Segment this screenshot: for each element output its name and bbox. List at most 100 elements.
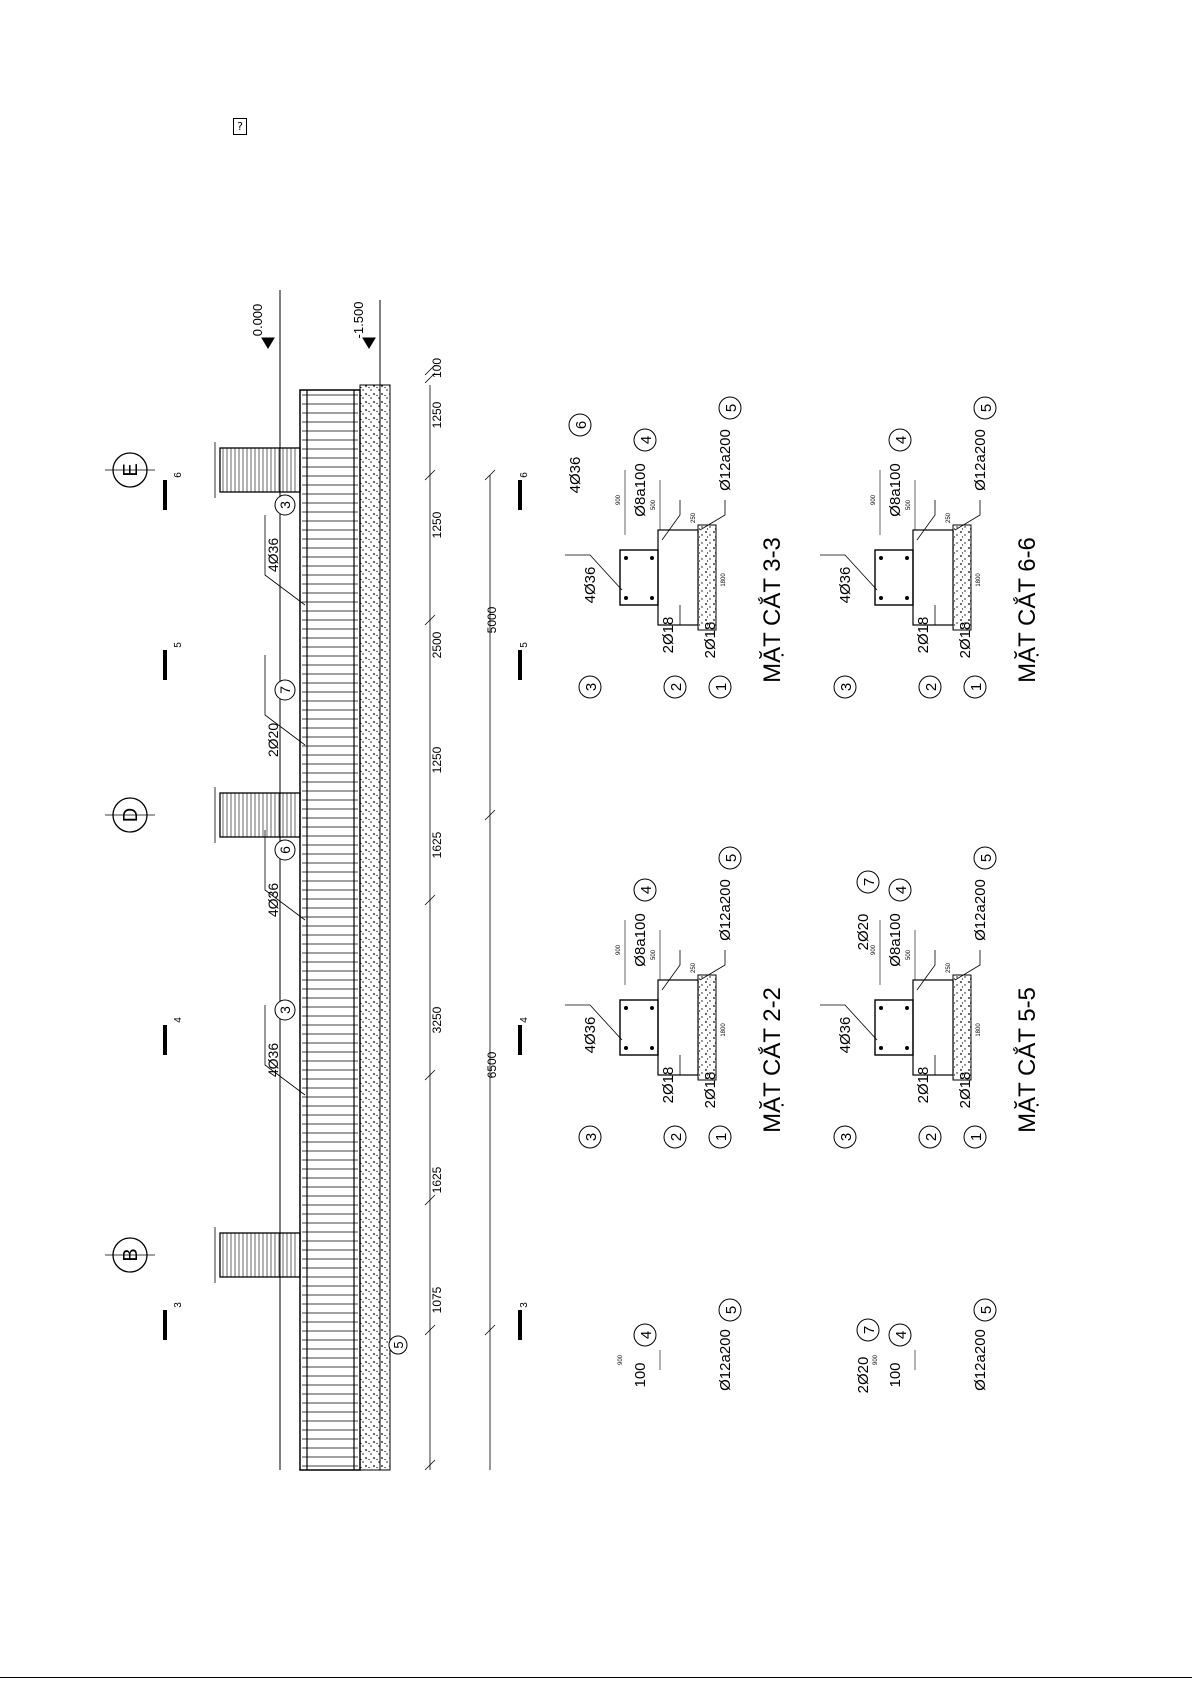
rebar-dot bbox=[905, 1046, 909, 1050]
leader-1 bbox=[264, 655, 306, 746]
dim-tick-total bbox=[484, 809, 496, 821]
dim-tick bbox=[424, 1324, 436, 1336]
bar-label: 4Ø36 bbox=[265, 1043, 281, 1077]
dim-tick-total bbox=[484, 469, 496, 481]
section-extra-tag: 7 bbox=[861, 878, 878, 886]
rebar-dot bbox=[650, 596, 654, 600]
partial-extra-label: 2Ø20 bbox=[855, 1357, 872, 1394]
lean-layer bbox=[952, 974, 972, 1081]
leader bbox=[565, 554, 623, 591]
section-stirrup-tag: 4 bbox=[638, 886, 655, 894]
section-stirrup-tag-circle bbox=[888, 428, 912, 452]
partial-slab-label: Ø12a200 bbox=[717, 1329, 734, 1391]
leader bbox=[699, 950, 726, 981]
section-extra-label: 2Ø20 bbox=[855, 914, 872, 951]
dim-text: 900 bbox=[616, 944, 622, 955]
section-main-label: 4Ø36 bbox=[582, 567, 599, 604]
section-mid-tag-circle bbox=[918, 1125, 942, 1149]
rebar-dot bbox=[905, 596, 909, 600]
dim-tick bbox=[424, 614, 436, 626]
section-bottom-label: 2Ø18 bbox=[702, 1072, 719, 1109]
section-main-tag-circle bbox=[833, 1125, 857, 1149]
section-stirrup-label: Ø8a100 bbox=[887, 913, 904, 966]
bar-leaders bbox=[264, 515, 306, 1096]
partial-stirrup-tag-circle bbox=[633, 1323, 657, 1347]
partial-slab-tag: 5 bbox=[978, 1306, 995, 1314]
section-stirrup-tag: 4 bbox=[893, 886, 910, 894]
dim-tick bbox=[424, 1069, 436, 1081]
section-stirrup-label: Ø8a100 bbox=[887, 463, 904, 516]
level-label: 0.000 bbox=[250, 304, 265, 337]
section-bottom-tag-circle bbox=[963, 1125, 987, 1149]
dim-tick bbox=[424, 894, 436, 906]
section-main-tag-circle bbox=[578, 1125, 602, 1149]
page-bottom-rule bbox=[0, 1677, 1192, 1678]
dim-segment-label: 2500 bbox=[430, 631, 444, 658]
section-slab-tag: 5 bbox=[978, 854, 995, 862]
section-mid-label: 2Ø18 bbox=[915, 617, 932, 654]
bar-tag-circle bbox=[274, 679, 296, 701]
dim-tick bbox=[424, 372, 436, 384]
footing bbox=[657, 979, 699, 1076]
rebar-dot bbox=[624, 1046, 628, 1050]
dim-segment-label: 1075 bbox=[430, 1286, 444, 1313]
dim-text: 1800 bbox=[721, 573, 727, 587]
section-bottom-tag-circle bbox=[708, 1125, 732, 1149]
edge-tag-circle bbox=[388, 1335, 408, 1355]
level-marker bbox=[362, 337, 376, 349]
section-bottom-tag: 1 bbox=[968, 683, 985, 691]
dim-segment-label: 3250 bbox=[430, 1006, 444, 1033]
leader bbox=[954, 500, 981, 531]
dim-text: 500 bbox=[651, 949, 657, 960]
beam-body bbox=[299, 389, 361, 1471]
section-title: MẶT CẮT 2-2 bbox=[758, 987, 786, 1133]
section-stirrup-label: Ø8a100 bbox=[632, 463, 649, 516]
section-mark-top: 4 bbox=[173, 1017, 184, 1023]
rebar-dot bbox=[879, 556, 883, 560]
footing bbox=[912, 979, 954, 1076]
section-mark-bottom: 4 bbox=[519, 1017, 530, 1023]
section-mark-bottom: 5 bbox=[519, 642, 530, 648]
section-top-tag: 6 bbox=[573, 421, 590, 429]
dim-text: 1800 bbox=[976, 573, 982, 587]
section-slab-tag-circle bbox=[718, 396, 742, 420]
leader bbox=[916, 500, 936, 541]
section-bottom-label: 2Ø18 bbox=[957, 1072, 974, 1109]
dim-text: 1800 bbox=[721, 1023, 727, 1037]
section-mid-tag: 2 bbox=[668, 683, 685, 691]
section-mid-tag: 2 bbox=[923, 683, 940, 691]
rebar-dot bbox=[650, 1046, 654, 1050]
rebar-dot bbox=[624, 596, 628, 600]
leader bbox=[699, 500, 726, 531]
dim-segment-label: 100 bbox=[430, 358, 444, 378]
section-main-tag: 3 bbox=[583, 683, 600, 691]
dim-text: 500 bbox=[906, 499, 912, 510]
dim-text: 900 bbox=[873, 1354, 879, 1365]
dim-text: 900 bbox=[871, 944, 877, 955]
rebar-dot bbox=[879, 1046, 883, 1050]
section-mid-tag: 2 bbox=[668, 1133, 685, 1141]
dim-text: 900 bbox=[616, 494, 622, 505]
bar-tag-circle bbox=[274, 839, 296, 861]
partial-extra-tag-circle bbox=[856, 1318, 880, 1342]
section-slab-tag: 5 bbox=[723, 854, 740, 862]
level-label: -1.500 bbox=[351, 302, 366, 339]
lean-layer bbox=[697, 974, 717, 1081]
leader bbox=[661, 500, 681, 541]
footing bbox=[912, 529, 954, 626]
stirrup-lines bbox=[302, 390, 358, 1470]
section-main-tag: 3 bbox=[838, 683, 855, 691]
leader-0 bbox=[264, 515, 306, 606]
column-body bbox=[219, 1232, 301, 1278]
bar-tag-circle bbox=[274, 494, 296, 516]
footing bbox=[657, 529, 699, 626]
dim-segment-label: 1625 bbox=[430, 1166, 444, 1193]
section-bottom-tag-circle bbox=[963, 675, 987, 699]
bar-tag: 6 bbox=[277, 846, 293, 854]
drawing-frame bbox=[163, 290, 522, 1471]
